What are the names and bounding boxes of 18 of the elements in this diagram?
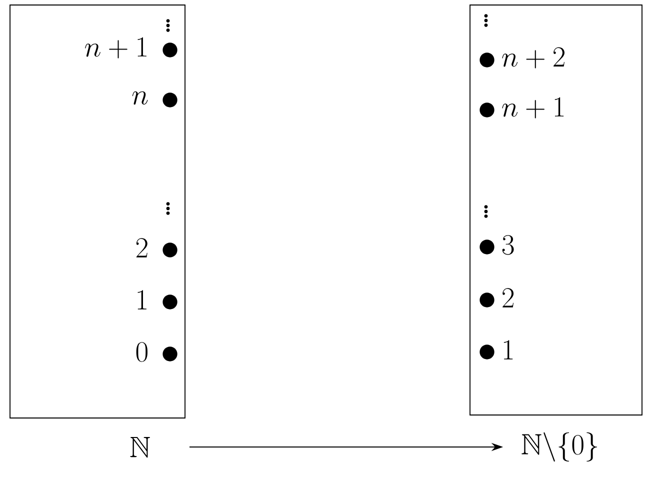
- node-label: $3$: [502, 235, 514, 255]
- node-label: $n$: [132, 91, 148, 105]
- node-label: $1$: [138, 290, 146, 310]
- node-label: $2$: [136, 238, 148, 258]
- set-label: $\mathbb{N}\backslash\{0\}$: [522, 432, 597, 462]
- node-label: $2$: [502, 288, 514, 308]
- node-label: $n+1$: [85, 37, 146, 58]
- vertical-ellipsis: $\vdots$: [484, 14, 488, 27]
- vertical-ellipsis: $\vdots$: [166, 19, 170, 32]
- node-label: $0$: [136, 342, 148, 362]
- set-label: $\mathbb{N}$: [130, 437, 150, 458]
- vertical-ellipsis: $\vdots$: [166, 202, 170, 215]
- box: [470, 4, 642, 416]
- node-label: $n+2$: [502, 47, 564, 68]
- vertical-ellipsis: $\vdots$: [484, 205, 488, 218]
- node-label: $n+1$: [502, 97, 564, 118]
- node-label: $1$: [504, 340, 513, 360]
- box: [10, 4, 186, 418]
